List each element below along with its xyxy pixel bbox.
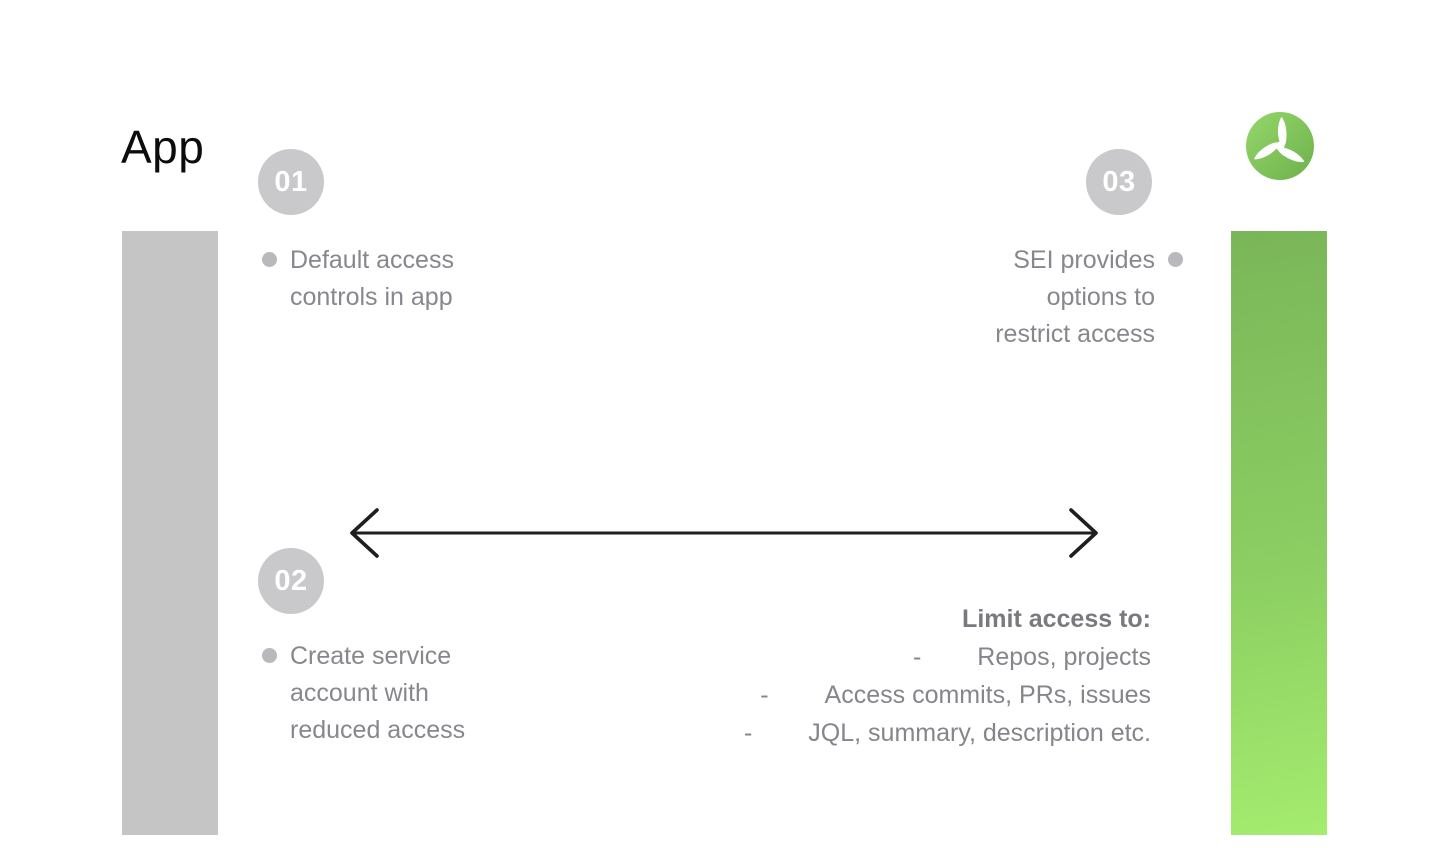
dash-bullet: -	[760, 681, 769, 709]
bullet-icon	[1168, 252, 1183, 267]
bullet-icon	[262, 648, 277, 663]
step-text: SEI provides options to restrict access	[995, 242, 1155, 353]
step-line: controls in app	[290, 283, 453, 311]
double-arrow-icon	[344, 505, 1104, 561]
step-badge-03-number: 03	[1102, 165, 1136, 198]
propeller-logo-icon	[1246, 112, 1314, 180]
limit-item-label: JQL, summary, description etc.	[808, 719, 1151, 747]
step-badge-02: 02	[258, 548, 324, 614]
step-text: Create service account with reduced acce…	[290, 638, 465, 749]
bullet-icon	[262, 252, 277, 267]
step-text: Default access controls in app	[290, 242, 454, 316]
app-column-bar	[122, 231, 218, 835]
step-default-access-controls: Default access controls in app	[262, 242, 454, 316]
step-line: Create service	[290, 642, 452, 670]
limit-item-label: Access commits, PRs, issues	[824, 681, 1151, 709]
limit-access-item: - JQL, summary, description etc.	[744, 714, 1151, 752]
limit-access-title: Limit access to:	[962, 605, 1151, 633]
limit-access-block: Limit access to: - Repos, projects - Acces…	[744, 600, 1151, 752]
step-line: account with	[290, 679, 429, 707]
step-sei-restrict-access: SEI provides options to restrict access	[995, 242, 1183, 353]
step-badge-03: 03	[1086, 149, 1152, 215]
page-title: App	[121, 121, 205, 173]
step-line: restrict access	[995, 320, 1155, 348]
step-line: options to	[1046, 283, 1155, 311]
step-line: reduced access	[290, 716, 466, 744]
limit-access-item: - Repos, projects	[744, 638, 1151, 676]
sei-column-bar	[1231, 231, 1327, 835]
step-line: SEI provides	[1013, 246, 1155, 274]
step-badge-01-number: 01	[274, 165, 308, 198]
dash-bullet: -	[743, 719, 753, 747]
dash-bullet: -	[912, 643, 922, 671]
step-badge-02-number: 02	[274, 564, 308, 597]
step-create-service-account: Create service account with reduced acce…	[262, 638, 465, 749]
limit-item-label: Repos, projects	[977, 643, 1151, 671]
limit-access-item: - Access commits, PRs, issues	[744, 676, 1151, 714]
step-badge-01: 01	[258, 149, 324, 215]
step-line: Default access	[290, 246, 454, 274]
